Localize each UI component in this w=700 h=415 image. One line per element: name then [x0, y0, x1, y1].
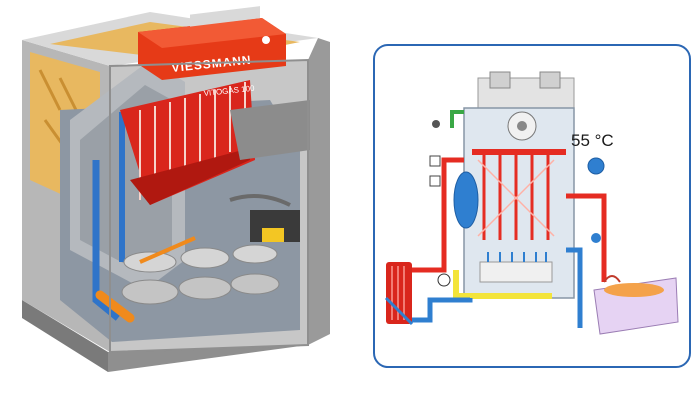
- gas-line: [453, 270, 552, 299]
- control-display: [190, 6, 260, 27]
- burner-tubes: [121, 236, 280, 305]
- burner-row: [479, 261, 553, 283]
- safety-valve-icon: [429, 175, 441, 187]
- pressure-gauge-icon: [429, 155, 441, 167]
- gas-cock-icon: [450, 110, 464, 128]
- boiler-cutaway: VIESSMANN VITOGAS 100: [22, 6, 330, 372]
- sensor-icon: [591, 233, 601, 243]
- heat-exchanger-tubes: [477, 152, 555, 240]
- radiator-return-pipe: [410, 297, 473, 323]
- insulation-texture: [38, 69, 92, 156]
- pump-icon: [437, 273, 451, 287]
- boiler-right-wall: [308, 38, 330, 345]
- finned-heat-exchanger: [120, 80, 255, 205]
- cold-water-inlet: [566, 247, 583, 328]
- expansion-tank: [453, 171, 479, 229]
- radiator-icon: [384, 262, 414, 326]
- heating-schematic: 55 °C: [373, 44, 691, 368]
- temperature-readout: 55 °C: [571, 131, 614, 150]
- radiator-flow-pipe: [410, 157, 464, 273]
- dhw-flow-pipe: [566, 193, 607, 282]
- gas-inlet-pipe: [95, 290, 135, 323]
- thermometer-icon: [587, 157, 605, 175]
- bathtub-icon: [593, 275, 679, 335]
- flue-collector: [230, 100, 310, 160]
- boiler-base-side: [22, 300, 108, 372]
